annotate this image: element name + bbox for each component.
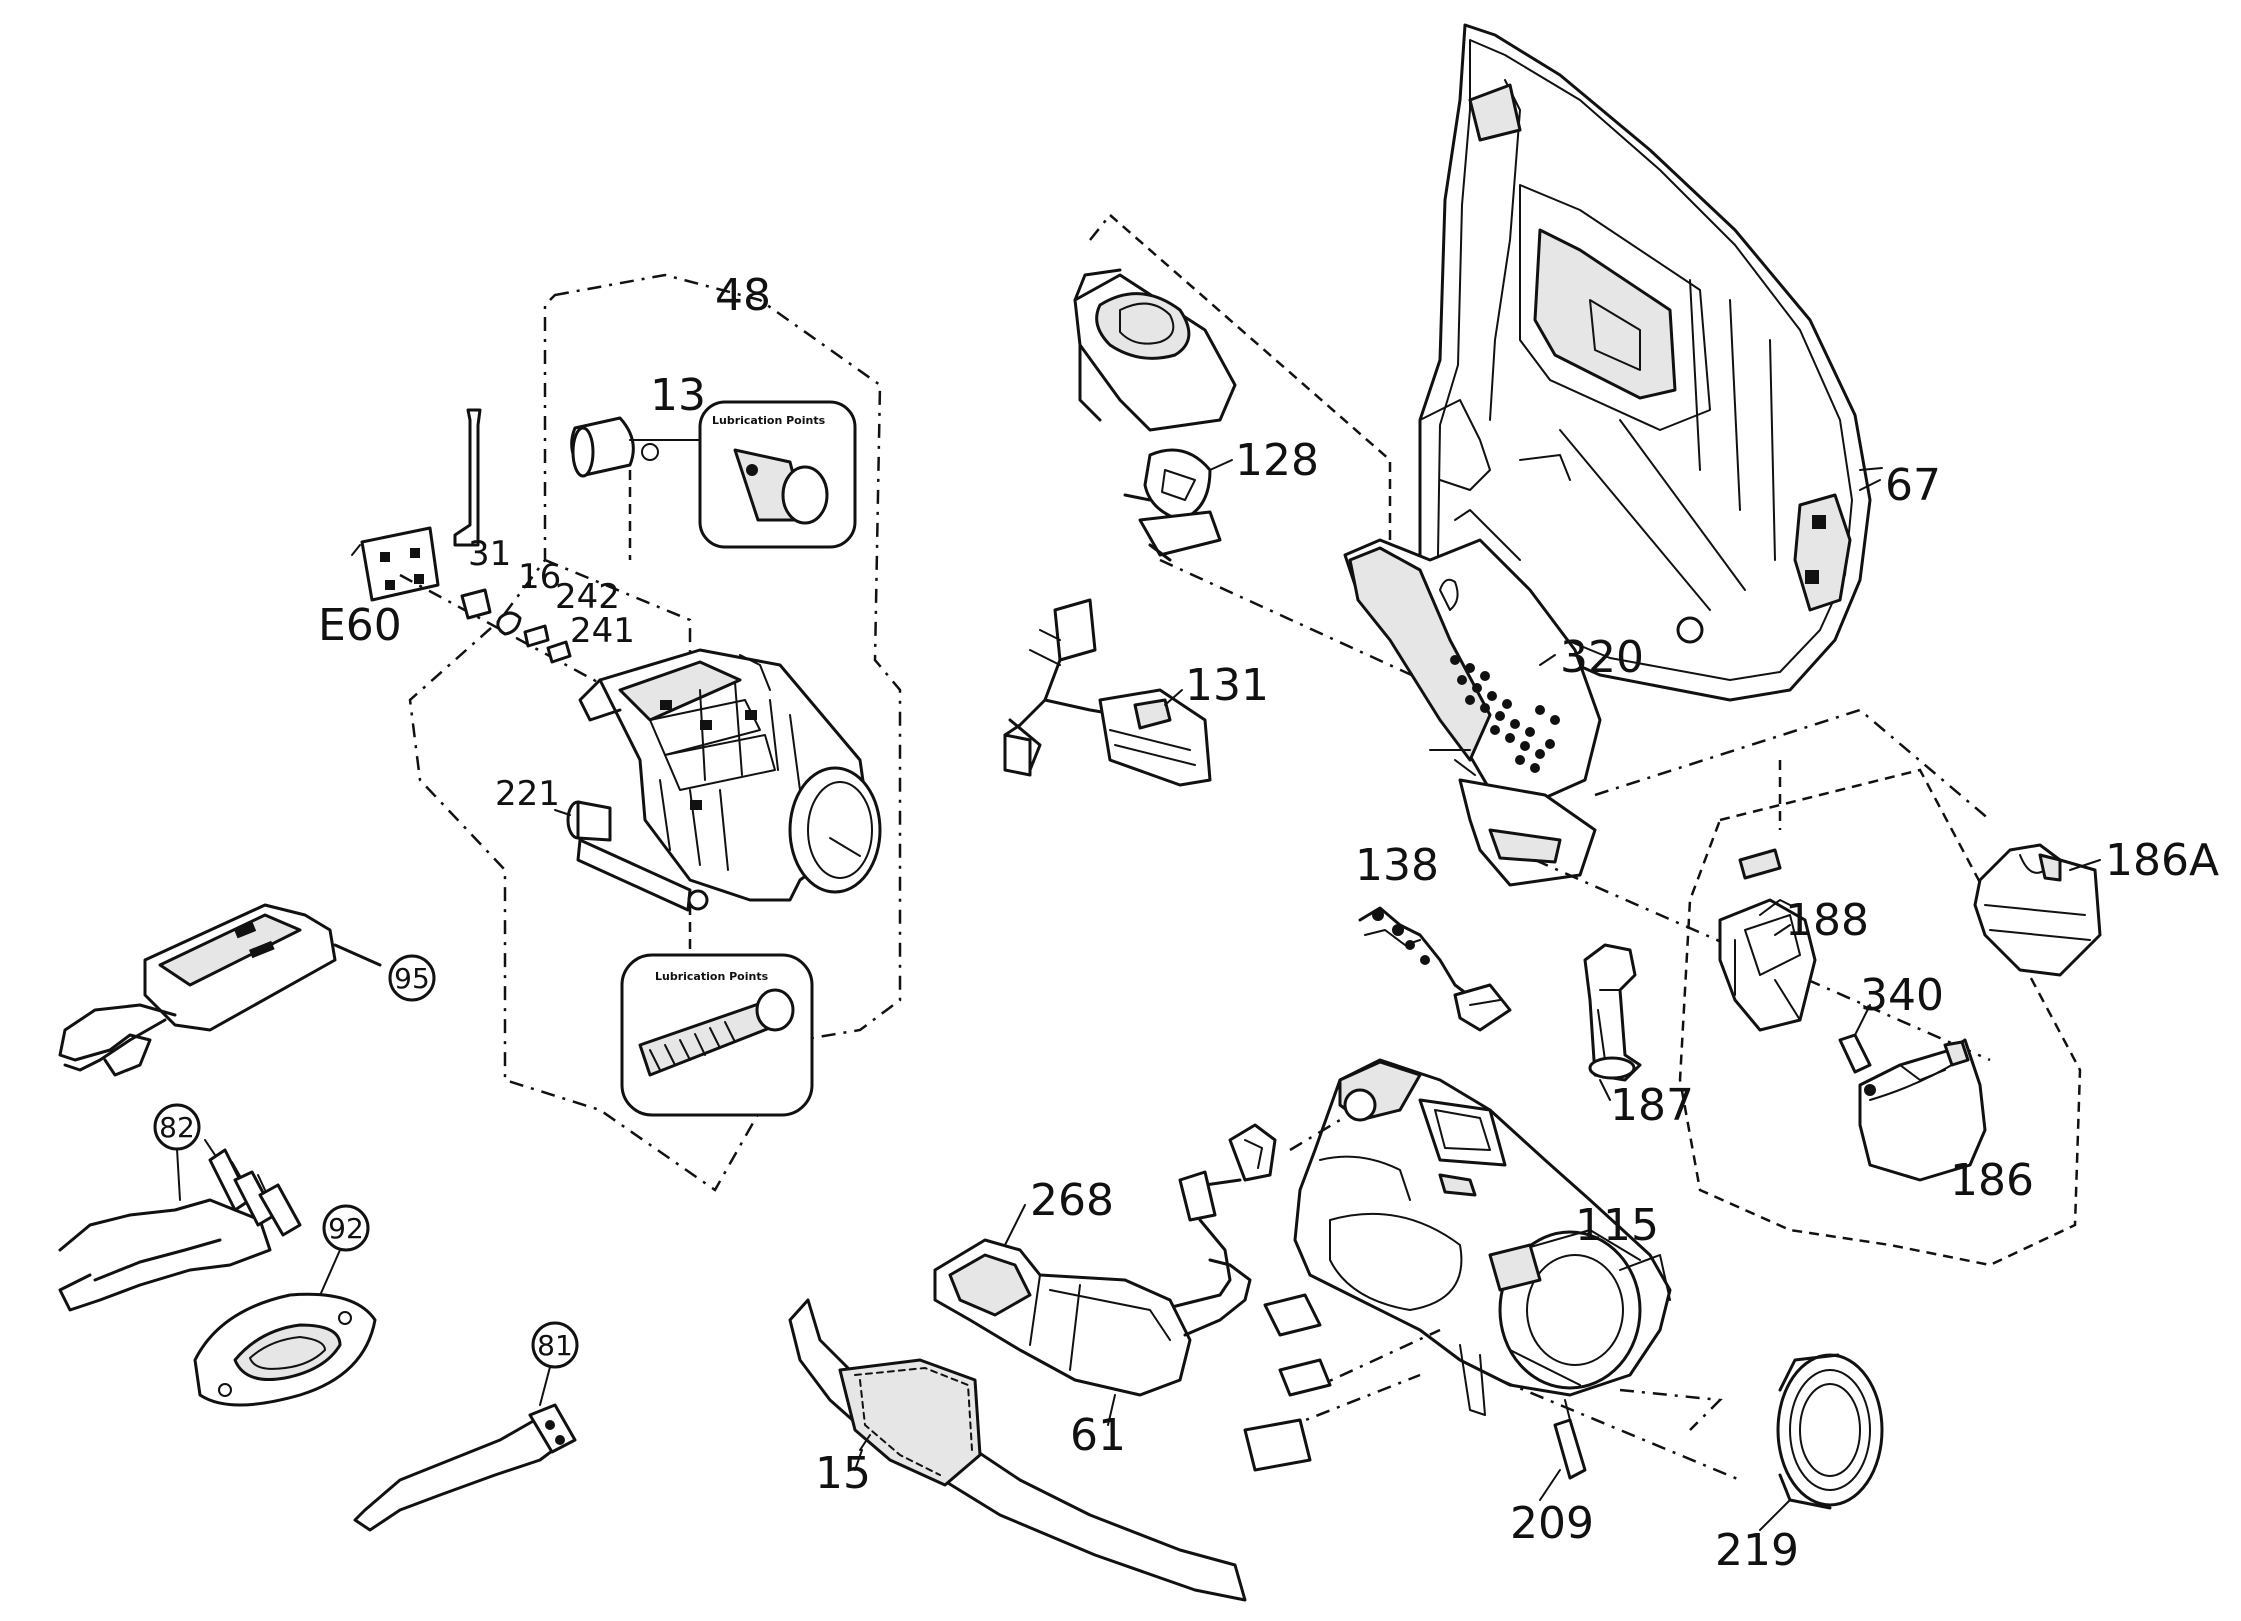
leader-lines — [554, 459, 2101, 1531]
part-115-main-body — [1254, 1058, 1741, 1482]
grip-texture-dots — [1450, 655, 1560, 773]
label-82: 82 — [159, 1111, 195, 1144]
label-61: 61 — [1070, 1410, 1126, 1461]
label-31: 31 — [468, 534, 511, 574]
part-186a-cover — [1973, 843, 2102, 977]
label-138: 138 — [1355, 840, 1439, 891]
part-219-lens-ring — [1776, 1353, 1884, 1510]
label-13: 13 — [650, 370, 706, 421]
label-188: 188 — [1785, 895, 1869, 946]
part-13-shaft — [570, 416, 701, 560]
label-95: 95 — [394, 962, 430, 995]
label-320: 320 — [1560, 632, 1644, 683]
label-241: 241 — [570, 611, 635, 651]
label-48: 48 — [715, 270, 771, 321]
label-81: 81 — [537, 1329, 573, 1362]
label-128: 128 — [1235, 435, 1319, 486]
label-187: 187 — [1610, 1080, 1694, 1131]
callout-lubrication-2-text: Lubrication Points — [655, 970, 769, 983]
part-268-viewfinder — [933, 1238, 1252, 1397]
parts-small-31-16-242-241 — [399, 573, 641, 707]
part-138-cable — [1358, 906, 1512, 1032]
part-e60-board — [351, 408, 482, 602]
label-221: 221 — [495, 774, 560, 814]
label-67: 67 — [1885, 460, 1941, 511]
label-92: 92 — [328, 1212, 364, 1245]
lens-block-assembly — [578, 648, 882, 902]
part-186-cover — [1858, 1038, 1987, 1182]
part-labels: 48 13 128 67 E60 31 16 242 241 131 320 2… — [159, 270, 2219, 1576]
lubrication-callout-1: Lubrication Points — [698, 400, 857, 549]
label-16: 16 — [518, 557, 561, 597]
part-221-shaft — [566, 800, 709, 950]
callout-circle-81 — [531, 1321, 579, 1369]
label-242: 242 — [555, 577, 620, 617]
callout-lubrication-1-text: Lubrication Points — [712, 414, 826, 427]
label-186a: 186A — [2105, 835, 2219, 886]
part-15-strap — [788, 1298, 1247, 1602]
label-340: 340 — [1860, 970, 1944, 1021]
label-115: 115 — [1575, 1200, 1659, 1251]
label-268: 268 — [1030, 1175, 1114, 1226]
label-209: 209 — [1510, 1498, 1594, 1549]
lubrication-callout-2: Lubrication Points — [620, 953, 814, 1117]
label-219: 219 — [1715, 1525, 1799, 1576]
label-e60: E60 — [318, 600, 402, 651]
part-340-pin — [1838, 1004, 1872, 1074]
callout-circle-92 — [322, 1204, 370, 1252]
part-131-harness — [1003, 598, 1212, 787]
part-81-cable — [353, 1321, 579, 1532]
part-187-holder — [1583, 943, 1642, 1082]
part-95-ac-adapter — [58, 903, 436, 1077]
parts-small-front — [1243, 1293, 1587, 1480]
label-15: 15 — [815, 1448, 871, 1499]
part-82-av-cable — [58, 1103, 302, 1312]
part-188-bracket — [1718, 898, 1817, 1032]
part-92-plate — [193, 1204, 377, 1407]
part-320-grip — [1343, 509, 1602, 887]
label-131: 131 — [1185, 660, 1269, 711]
part-67-side-cover — [1418, 23, 1883, 702]
label-186: 186 — [1950, 1155, 2034, 1206]
callout-circle-95 — [388, 954, 436, 1002]
